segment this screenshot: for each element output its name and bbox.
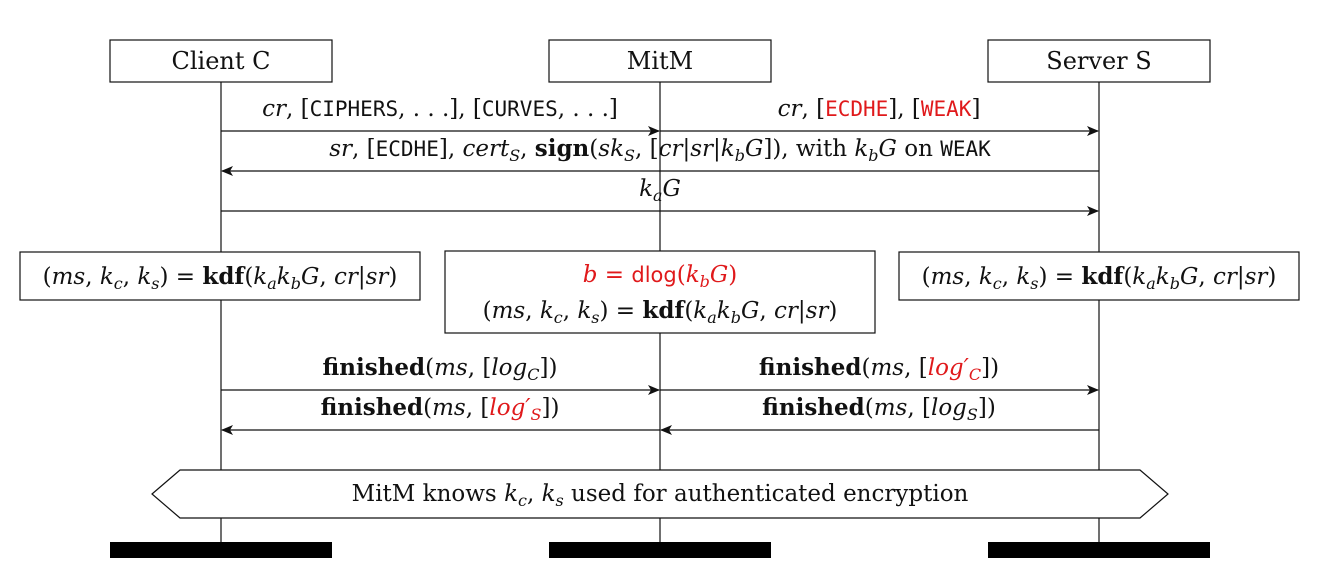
lifeline-end-mitm [549, 542, 771, 558]
kdf-box-server: (ms, kc, ks) = kdf(kakbG, cr|sr) [898, 251, 1300, 301]
label-modified-clienthello: cr, [ECDHE], [WEAK] [778, 96, 981, 122]
lifeline-end-client [110, 542, 332, 558]
mitm-knows-banner: MitM knows kc, ks used for authenticated… [151, 469, 1169, 519]
participant-server-label: Server S [1046, 47, 1151, 75]
lifeline-end-server [988, 542, 1210, 558]
kdf-formula-server: (ms, kc, ks) = kdf(kakbG, cr|sr) [922, 263, 1277, 293]
label-finished-client: finished(ms, [logC]) [323, 354, 558, 384]
label-clienthello: cr, [CIPHERS, . . .], [CURVES, . . .] [262, 96, 618, 122]
participant-server: Server S [987, 39, 1211, 83]
kdf-box-client: (ms, kc, ks) = kdf(kakbG, cr|sr) [19, 251, 421, 301]
participant-client-label: Client C [171, 47, 270, 75]
kdf-formula-mitm: (ms, kc, ks) = kdf(kakbG, cr|sr) [483, 297, 838, 327]
participant-mitm: MitM [548, 39, 772, 83]
label-finished-mitm-forged-server: finished(ms, [log′S]) [321, 394, 560, 424]
banner-text: MitM knows kc, ks used for authenticated… [352, 481, 969, 510]
participant-client: Client C [109, 39, 333, 83]
dlog-formula: b = dlog(kbG) [583, 262, 738, 291]
participant-mitm-label: MitM [627, 47, 693, 75]
label-keyshare: kaG [639, 176, 681, 205]
label-finished-server: finished(ms, [logS]) [762, 394, 996, 424]
kdf-formula-client: (ms, kc, ks) = kdf(kakbG, cr|sr) [43, 263, 398, 293]
label-finished-mitm-forged-client: finished(ms, [log′C]) [759, 354, 999, 384]
label-serverhello: sr, [ECDHE], certS, sign(skS, [cr|sr|kbG… [329, 135, 991, 165]
mitm-compute-box: b = dlog(kbG) (ms, kc, ks) = kdf(kakbG, … [444, 250, 876, 334]
